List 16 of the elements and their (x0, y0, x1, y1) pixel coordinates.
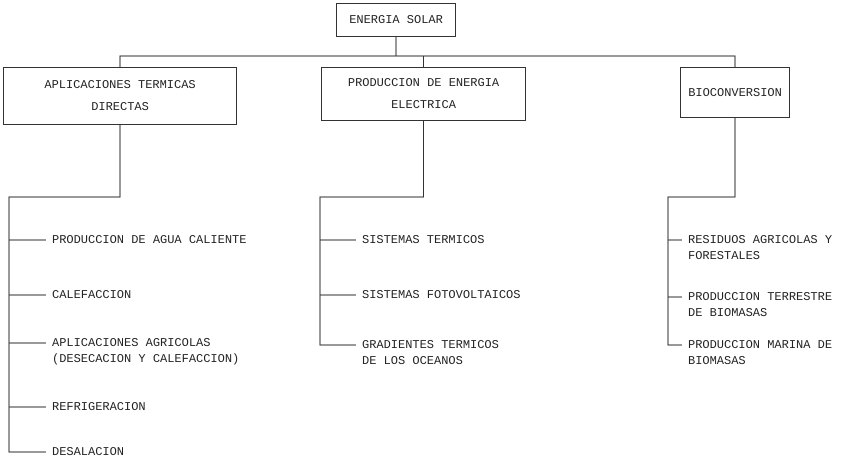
item-text: PRODUCCION DE AGUA CALIENTE (52, 232, 262, 248)
category-box: APLICACIONES TERMICAS DIRECTAS (3, 67, 237, 125)
category-box: ENERGIA SOLAR (336, 3, 456, 37)
item-text: PRODUCCION TERRESTRE DE BIOMASAS (688, 289, 840, 321)
item-text: PRODUCCION MARINA DE BIOMASAS (688, 337, 840, 369)
item-text: SISTEMAS FOTOVOLTAICOS (362, 287, 532, 303)
item-text: DESALACION (52, 444, 262, 460)
connector-line (668, 118, 736, 346)
item-text: RESIDUOS AGRICOLAS Y FORESTALES (688, 232, 840, 264)
category-box: BIOCONVERSION (680, 67, 790, 118)
item-text: CALEFACCION (52, 287, 262, 303)
item-text: APLICACIONES AGRICOLAS (DESECACION Y CALEFACCION) (52, 335, 244, 367)
item-text: SISTEMAS TERMICOS (362, 232, 532, 248)
category-box: PRODUCCION DE ENERGIA ELECTRICA (321, 67, 526, 121)
item-text: REFRIGERACION (52, 399, 262, 415)
item-text: GRADIENTES TERMICOS DE LOS OCEANOS (362, 337, 508, 369)
